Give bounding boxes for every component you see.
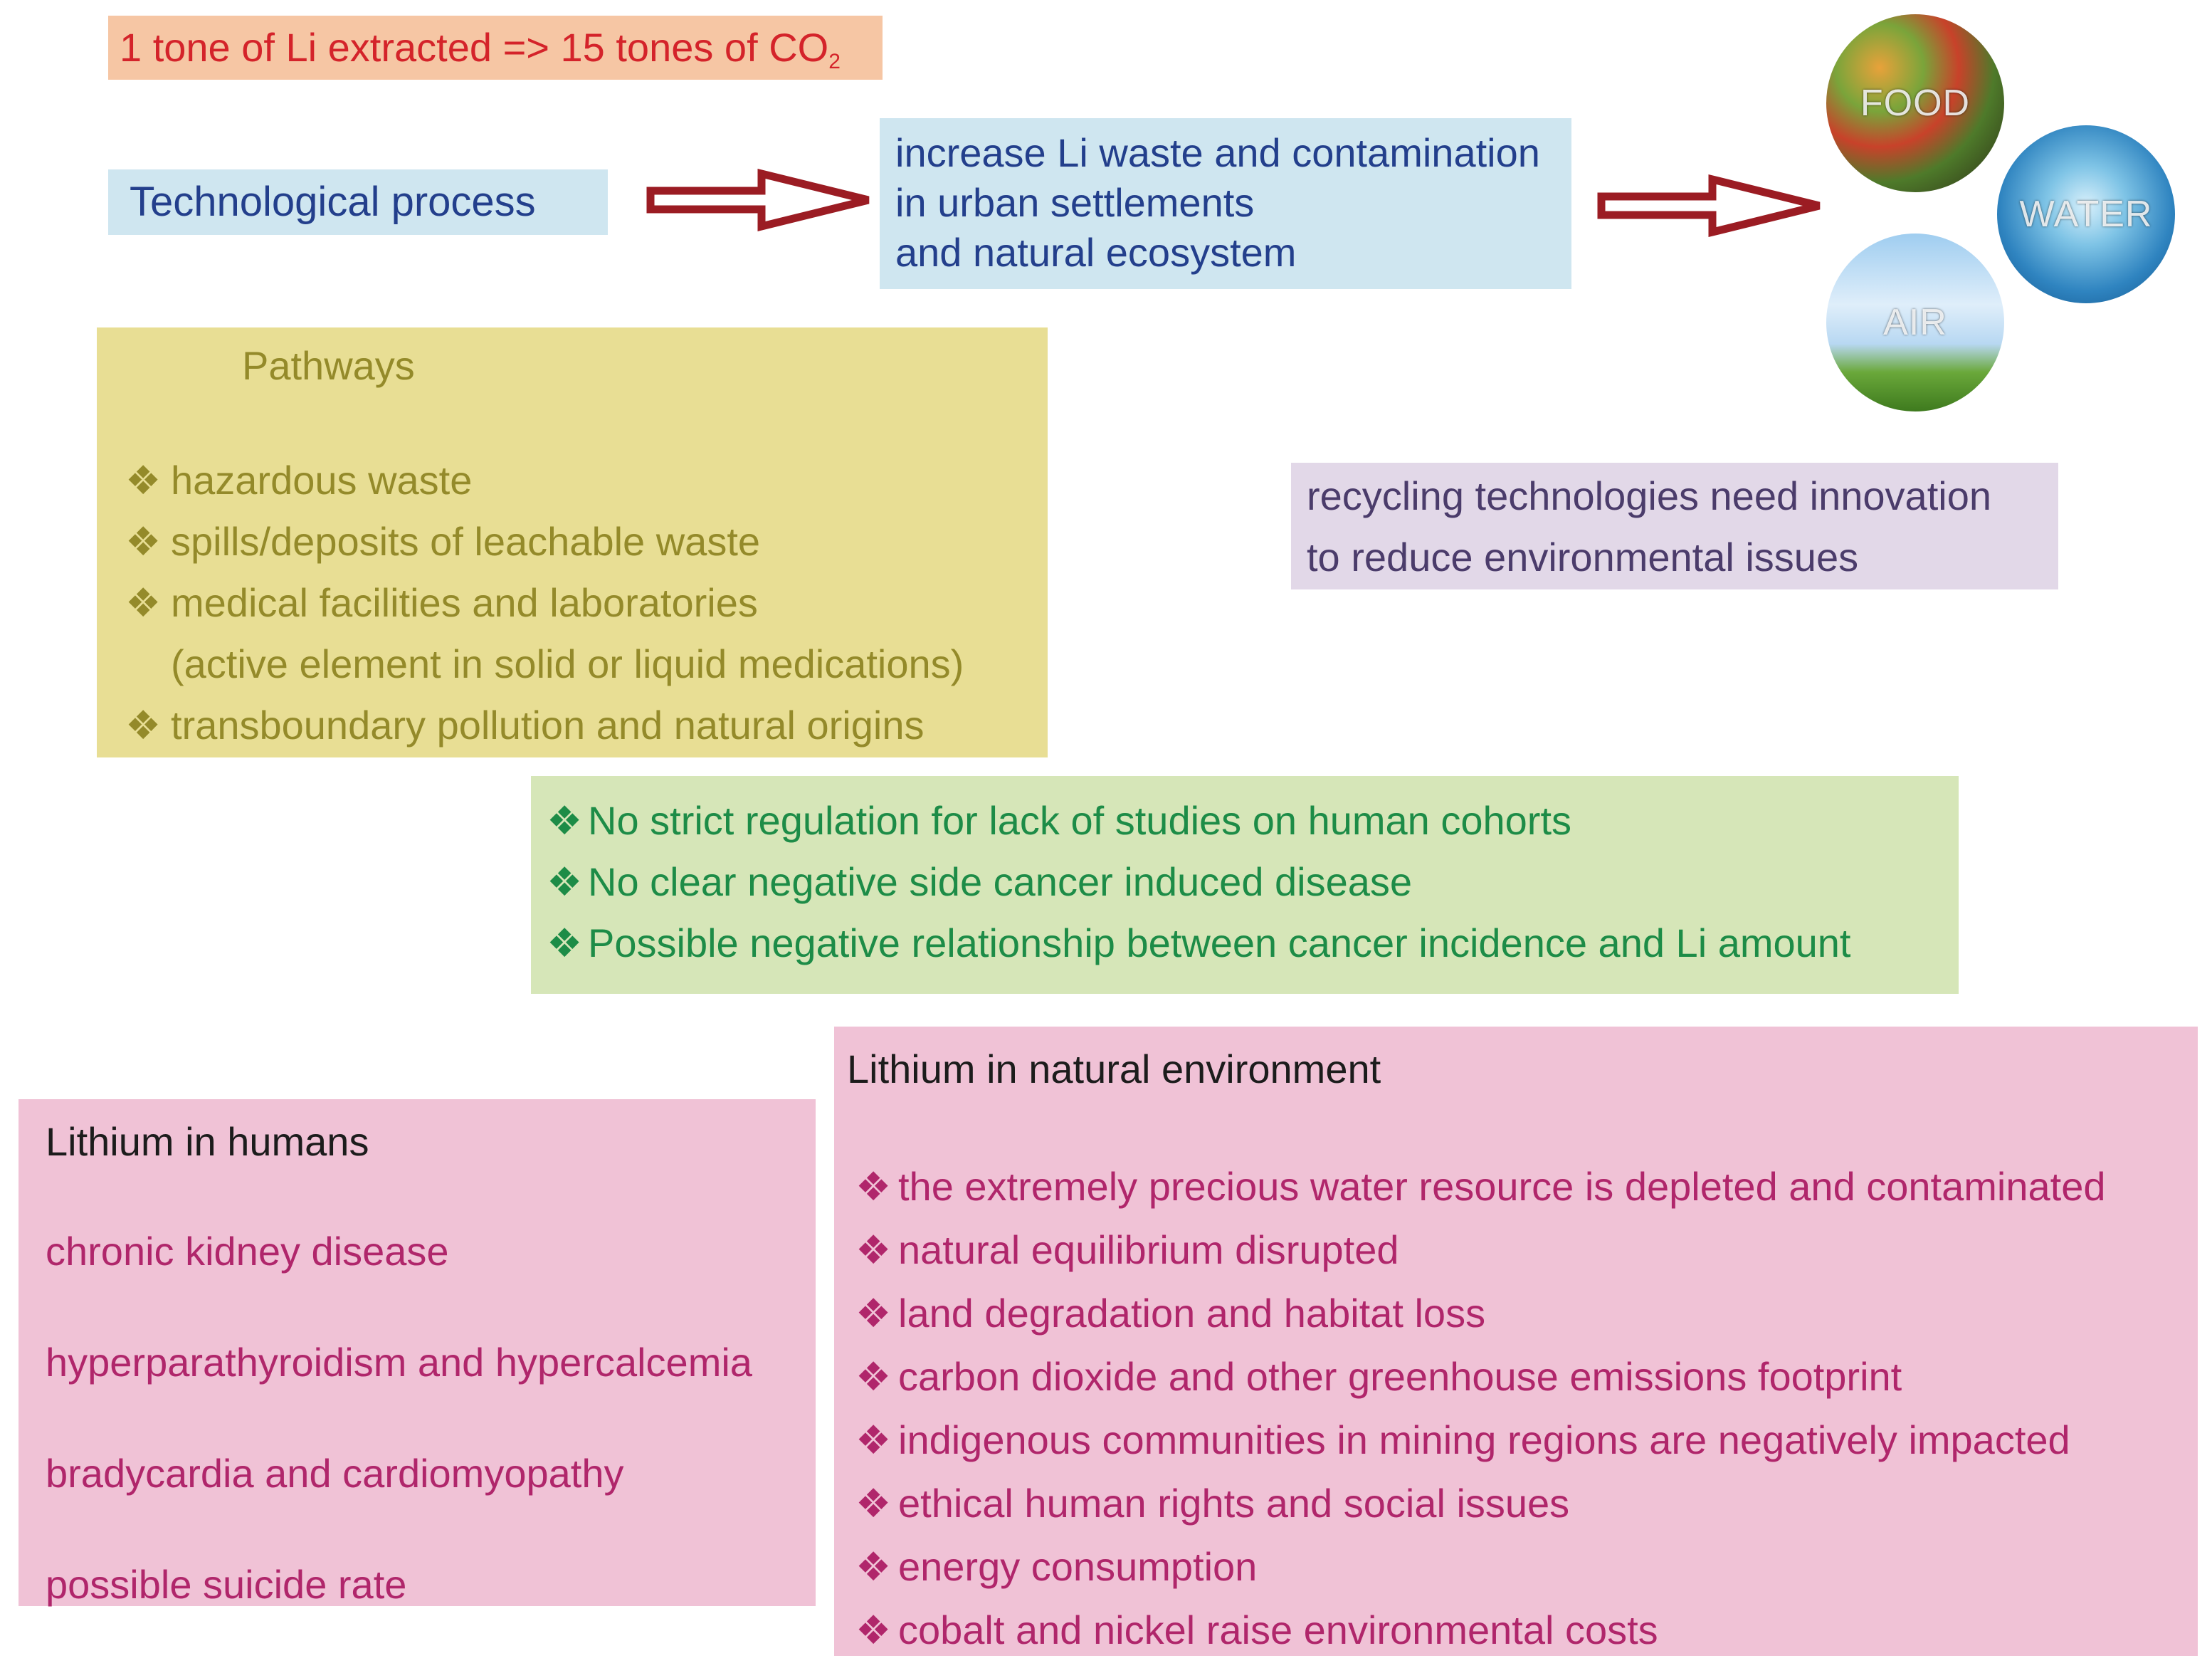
environment-text: ethical human rights and social issues bbox=[898, 1481, 1570, 1526]
environment-text: cobalt and nickel raise environmental co… bbox=[898, 1608, 1658, 1652]
list-item: hyperparathyroidism and hypercalcemia bbox=[46, 1340, 752, 1385]
bullet-icon: ❖ bbox=[855, 1544, 892, 1589]
environment-list: ❖the extremely precious water resource i… bbox=[855, 1155, 2106, 1662]
bullet-icon: ❖ bbox=[547, 798, 583, 843]
contamination-line: and natural ecosystem bbox=[895, 230, 1297, 275]
list-item: bradycardia and cardiomyopathy bbox=[46, 1451, 624, 1496]
environment-text: energy consumption bbox=[898, 1544, 1258, 1589]
contamination-line: in urban settlements bbox=[895, 180, 1255, 225]
environment-text: land degradation and habitat loss bbox=[898, 1291, 1486, 1336]
list-item: ❖hazardous waste bbox=[125, 450, 964, 511]
list-item: ❖cobalt and nickel raise environmental c… bbox=[855, 1598, 2106, 1662]
list-item: ❖carbon dioxide and other greenhouse emi… bbox=[855, 1345, 2106, 1408]
water-icon: WATER bbox=[1997, 125, 2175, 303]
contamination-line: increase Li waste and contamination bbox=[895, 130, 1540, 175]
pathway-text: medical facilities and laboratories bbox=[171, 580, 758, 625]
pathway-text: transboundary pollution and natural orig… bbox=[171, 703, 925, 748]
regulation-box: ❖No strict regulation for lack of studie… bbox=[531, 776, 1959, 994]
co2-subscript: 2 bbox=[828, 50, 841, 73]
water-label: WATER bbox=[2019, 194, 2153, 235]
list-item: ❖natural equilibrium disrupted bbox=[855, 1218, 2106, 1281]
lithium-environment-box: Lithium in natural environment ❖the extr… bbox=[834, 1027, 2198, 1656]
pathway-text: hazardous waste bbox=[171, 458, 473, 503]
bullet-icon: ❖ bbox=[855, 1164, 892, 1209]
list-item: ❖transboundary pollution and natural ori… bbox=[125, 695, 964, 756]
humans-title: Lithium in humans bbox=[46, 1119, 369, 1164]
list-item: ❖Possible negative relationship between … bbox=[547, 913, 1959, 974]
technological-process-box: Technological process bbox=[108, 169, 608, 235]
regulation-text: No clear negative side cancer induced di… bbox=[588, 859, 1413, 904]
bullet-icon: ❖ bbox=[125, 458, 162, 503]
list-item: ❖No strict regulation for lack of studie… bbox=[547, 790, 1959, 851]
list-item: possible suicide rate bbox=[46, 1562, 407, 1607]
bullet-icon: ❖ bbox=[125, 703, 162, 748]
list-item: chronic kidney disease bbox=[46, 1229, 449, 1274]
environment-text: the extremely precious water resource is… bbox=[898, 1164, 2106, 1209]
recycling-box: recycling technologies need innovation t… bbox=[1291, 463, 2058, 589]
food-icon: FOOD bbox=[1826, 14, 2004, 192]
environment-text: carbon dioxide and other greenhouse emis… bbox=[898, 1354, 1902, 1399]
lithium-humans-box: Lithium in humans chronic kidney disease… bbox=[19, 1099, 816, 1607]
list-item: ❖medical facilities and laboratories bbox=[125, 572, 964, 634]
bullet-icon: ❖ bbox=[855, 1608, 892, 1652]
recycling-line: recycling technologies need innovation bbox=[1307, 473, 1991, 518]
bullet-icon: ❖ bbox=[855, 1481, 892, 1526]
pathway-text: (active element in solid or liquid medic… bbox=[171, 641, 964, 686]
environment-title: Lithium in natural environment bbox=[847, 1047, 1381, 1091]
co2-banner: 1 tone of Li extracted => 15 tones of CO… bbox=[108, 16, 883, 80]
list-item: ❖the extremely precious water resource i… bbox=[855, 1155, 2106, 1218]
pathways-list: ❖hazardous waste ❖spills/deposits of lea… bbox=[125, 450, 964, 756]
air-icon: AIR bbox=[1826, 234, 2004, 411]
regulation-text: Possible negative relationship between c… bbox=[588, 921, 1851, 965]
environment-text: indigenous communities in mining regions… bbox=[898, 1417, 2070, 1462]
contamination-box: increase Li waste and contamination in u… bbox=[880, 118, 1571, 289]
arrow-right-icon bbox=[646, 168, 870, 232]
bullet-icon: ❖ bbox=[547, 921, 583, 965]
environment-text: natural equilibrium disrupted bbox=[898, 1227, 1399, 1272]
bullet-icon: ❖ bbox=[855, 1227, 892, 1272]
list-item: ❖ethical human rights and social issues bbox=[855, 1472, 2106, 1535]
regulation-text: No strict regulation for lack of studies… bbox=[588, 798, 1572, 843]
technological-process-label: Technological process bbox=[130, 179, 536, 225]
food-label: FOOD bbox=[1860, 83, 1971, 124]
bullet-icon: ❖ bbox=[855, 1354, 892, 1399]
pathways-box: Pathways ❖hazardous waste ❖spills/deposi… bbox=[97, 327, 1048, 757]
bullet-icon: ❖ bbox=[125, 519, 162, 564]
recycling-line: to reduce environmental issues bbox=[1307, 535, 1859, 579]
list-item: ❖land degradation and habitat loss bbox=[855, 1281, 2106, 1345]
list-item: ❖energy consumption bbox=[855, 1535, 2106, 1598]
pathway-text: spills/deposits of leachable waste bbox=[171, 519, 761, 564]
list-item: ❖spills/deposits of leachable waste bbox=[125, 511, 964, 572]
air-label: AIR bbox=[1883, 302, 1947, 343]
bullet-icon: ❖ bbox=[855, 1291, 892, 1336]
pathways-title: Pathways bbox=[242, 343, 415, 388]
list-item: ❖indigenous communities in mining region… bbox=[855, 1408, 2106, 1472]
arrow-right-icon bbox=[1597, 174, 1821, 238]
co2-banner-text: 1 tone of Li extracted => 15 tones of CO bbox=[120, 25, 829, 70]
list-item: ❖No clear negative side cancer induced d… bbox=[547, 851, 1959, 913]
bullet-icon: ❖ bbox=[125, 580, 162, 625]
bullet-icon: ❖ bbox=[855, 1417, 892, 1462]
list-item-continuation: (active element in solid or liquid medic… bbox=[125, 634, 964, 695]
bullet-icon: ❖ bbox=[547, 859, 583, 904]
